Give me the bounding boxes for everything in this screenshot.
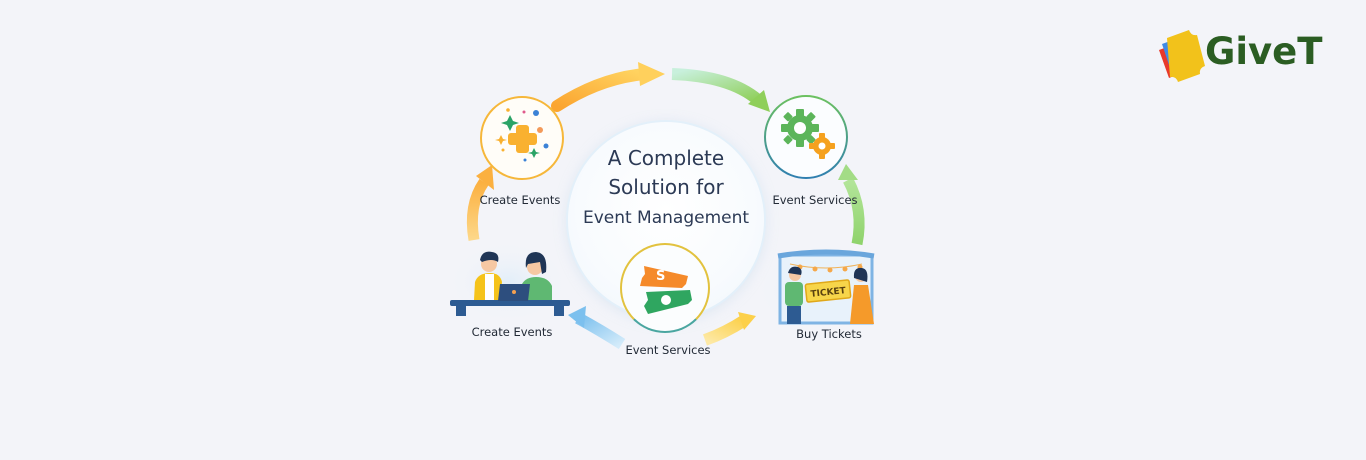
title-line-3: Event Management xyxy=(582,208,750,228)
brand-name: GiveT xyxy=(1205,30,1323,73)
money-tickets-icon xyxy=(640,266,692,314)
gears-icon xyxy=(781,109,835,159)
arrow-bottom-left xyxy=(568,306,626,350)
arrow-bottom-right xyxy=(702,312,756,346)
money-symbol: S xyxy=(656,269,666,284)
ticket-sign-text: TICKET xyxy=(810,286,847,300)
title-line-2: Solution for xyxy=(608,175,724,199)
node-create-events-top xyxy=(480,96,564,180)
ticket-logo-icon xyxy=(1159,30,1205,82)
label-buy-tickets: Buy Tickets xyxy=(796,327,862,341)
label-create-events-bottom: Create Events xyxy=(471,325,553,339)
arrow-top-left xyxy=(551,62,665,112)
arrow-top-right xyxy=(671,68,770,112)
label-event-services-top: Event Services xyxy=(772,193,858,207)
sparkle-plus-icon xyxy=(495,108,549,162)
label-event-services-bottom: Event Services xyxy=(625,343,711,357)
ticket-booth-icon: TICKET xyxy=(777,249,875,325)
brand-logo[interactable]: GiveT xyxy=(1155,28,1345,84)
title-line-1: A Complete xyxy=(607,146,725,170)
arrow-left xyxy=(466,165,494,241)
node-event-services-top xyxy=(764,95,848,179)
arrow-right xyxy=(838,164,865,246)
node-event-services-bottom: S xyxy=(620,243,710,333)
node-buy-tickets: TICKET xyxy=(754,246,886,334)
node-create-events-bottom xyxy=(446,240,570,324)
people-laptop-icon xyxy=(450,251,570,316)
label-create-events-top: Create Events xyxy=(479,193,561,207)
